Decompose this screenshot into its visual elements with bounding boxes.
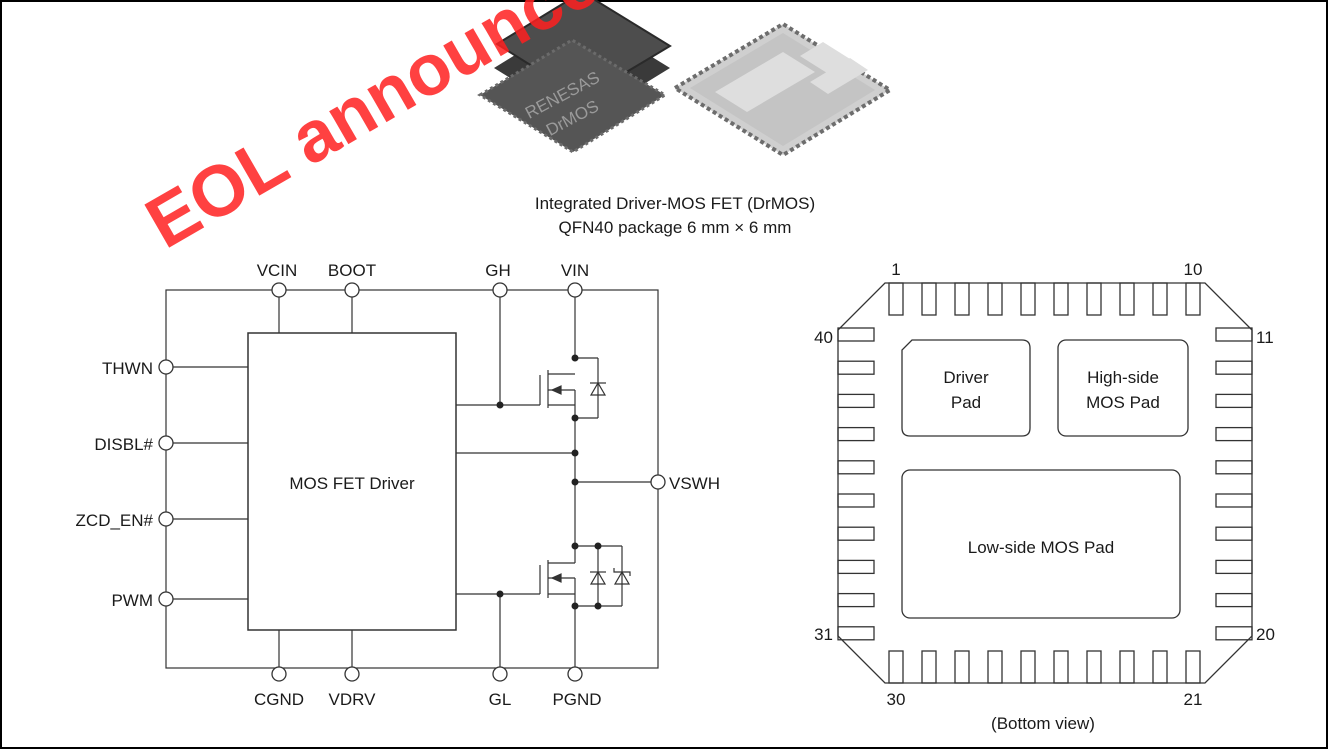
driver-pad-text-1: Driver [943, 368, 989, 387]
ls-pad-text: Low-side MOS Pad [968, 538, 1114, 557]
package-pin [1119, 282, 1135, 316]
package-pin [837, 526, 875, 541]
package-pin [954, 650, 970, 684]
hs-pad-text-2: MOS Pad [1086, 393, 1160, 412]
package-pin [1053, 650, 1069, 684]
driver-pad [901, 339, 1031, 437]
pin-num-1: 1 [891, 260, 900, 279]
pin-label-zcd-en: ZCD_EN# [76, 511, 154, 530]
package-pin [1215, 360, 1253, 375]
bottom-view-label: (Bottom view) [991, 714, 1095, 733]
package-pin [837, 360, 875, 375]
pin-label-pwm: PWM [111, 591, 153, 610]
package-pin [1185, 282, 1201, 316]
package-pin [1152, 282, 1168, 316]
pin-num-21: 21 [1184, 690, 1203, 709]
pins-left-column [837, 327, 875, 641]
pin-num-30: 30 [887, 690, 906, 709]
package-pin [888, 282, 904, 316]
package-pin [1185, 650, 1201, 684]
pin-label-boot: BOOT [328, 261, 376, 280]
package-pin [837, 559, 875, 575]
package-pin [1215, 493, 1253, 508]
package-pin [1215, 327, 1253, 342]
pin-label-vswh: VSWH [669, 474, 720, 493]
caption-line-2: QFN40 package 6 mm × 6 mm [559, 218, 792, 237]
pin-num-40: 40 [814, 328, 833, 347]
pin-label-thwn: THWN [102, 359, 153, 378]
pins-right-column [1215, 327, 1253, 641]
junction-dots [496, 354, 602, 610]
package-pin [837, 327, 875, 342]
package-pin [1215, 559, 1253, 575]
package-pin [837, 493, 875, 508]
package-pin [987, 282, 1003, 316]
package-pin [954, 282, 970, 316]
package-pin [837, 393, 875, 409]
package-pin [888, 650, 904, 684]
package-pin [1053, 282, 1069, 316]
pin-num-31: 31 [814, 625, 833, 644]
pin-label-vin: VIN [561, 261, 589, 280]
hs-pad-text-1: High-side [1087, 368, 1159, 387]
low-side-pad [901, 469, 1181, 619]
package-pin [921, 282, 937, 316]
pin-label-pgnd: PGND [552, 690, 601, 709]
package-pin [921, 650, 937, 684]
package-pin [837, 626, 875, 641]
pin-label-disbl: DISBL# [94, 435, 153, 454]
pin-label-vcin: VCIN [257, 261, 298, 280]
block-schematic [165, 289, 659, 669]
chip-top-photo: RENESAS DrMOS [477, 0, 672, 154]
package-bottom-view [837, 282, 1253, 684]
package-pin [837, 592, 875, 608]
pin-label-cgnd: CGND [254, 690, 304, 709]
package-pin [1215, 626, 1253, 641]
package-pin [837, 426, 875, 442]
package-pin [1020, 650, 1036, 684]
pin-label-vdrv: VDRV [329, 690, 377, 709]
package-pin [1086, 650, 1102, 684]
chip-bottom-photo [671, 21, 894, 158]
driver-label: MOS FET Driver [289, 474, 415, 493]
pin-num-10: 10 [1184, 260, 1203, 279]
package-pin [1215, 460, 1253, 475]
pins-bottom-row [888, 650, 1201, 684]
package-pin [987, 650, 1003, 684]
high-side-pad [1057, 339, 1189, 437]
package-pin [1020, 282, 1036, 316]
pin-label-gh: GH [485, 261, 511, 280]
pin-terminals [158, 282, 666, 682]
package-pin [1215, 426, 1253, 442]
pin-num-11: 11 [1256, 328, 1274, 347]
package-pin [1215, 592, 1253, 608]
package-pin [1086, 282, 1102, 316]
package-pin [837, 460, 875, 475]
package-pin [1119, 650, 1135, 684]
package-pin [1215, 393, 1253, 409]
caption-line-1: Integrated Driver-MOS FET (DrMOS) [535, 194, 815, 213]
driver-pad-text-2: Pad [951, 393, 981, 412]
pins-top-row [888, 282, 1201, 316]
package-pin [1152, 650, 1168, 684]
package-pin [1215, 526, 1253, 541]
pin-num-20: 20 [1256, 625, 1275, 644]
pin-label-gl: GL [489, 690, 512, 709]
